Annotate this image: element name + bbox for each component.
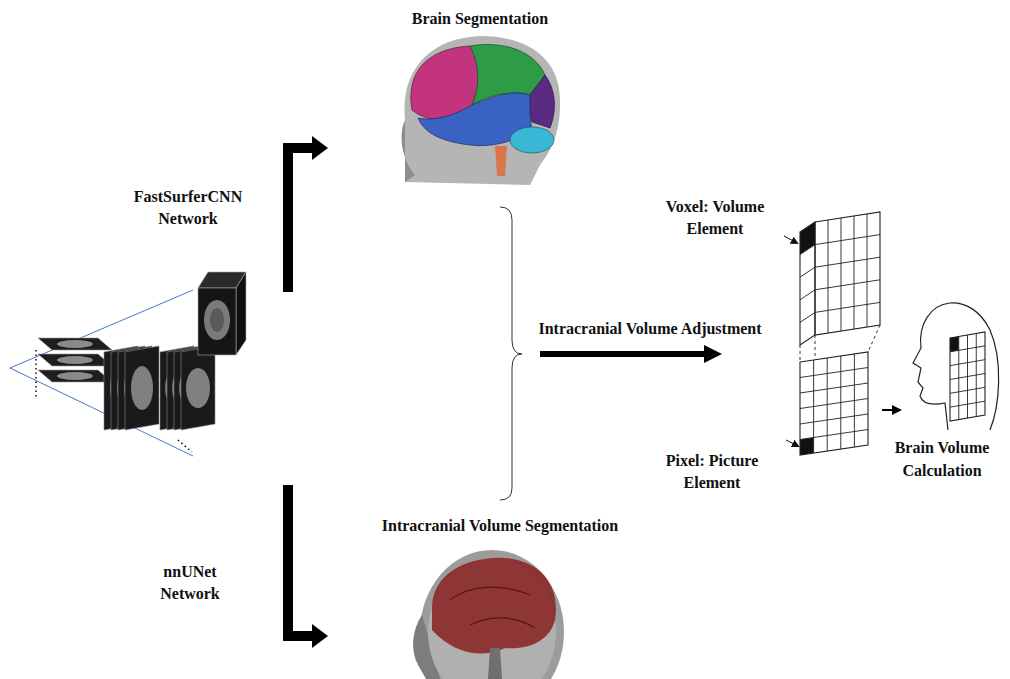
figure-panel: Brain Volume Calculation [878,296,1006,482]
grid-line [800,245,815,255]
grid-line [950,387,985,393]
curly-brace [500,207,522,500]
filled-cell [800,438,814,456]
term-label: Voxel: Volume Element [653,196,778,241]
pointer-arrow [784,236,797,243]
figure-panel: Intracranial Volume Segmentation [330,515,670,679]
term-label: Pixel: Picture Element [650,450,775,495]
network-arrow [288,485,328,648]
grid-line [867,214,868,327]
process-label: Intracranial Volume Adjustment [538,318,761,340]
grid-line [800,399,868,409]
dotted-line [35,350,37,398]
small-arrow [882,405,902,415]
grid-line [950,360,985,366]
grid [800,352,868,455]
network-label: nnUNet Network [145,561,235,606]
grid-line [854,216,855,329]
figure-heading: Brain Segmentation [412,8,548,30]
sagittal-slices [104,346,159,430]
volume-cube [198,272,246,355]
figure-heading: Brain Volume Calculation [878,437,1006,482]
grid [815,212,880,335]
voxel-pixel-grids [800,212,985,455]
adjustment-arrow [540,345,722,363]
dashed-line [868,325,880,352]
grid [950,332,985,421]
grid-line [950,346,985,352]
figure-heading: Intracranial Volume Segmentation [382,515,618,537]
grid-line [815,257,880,267]
grid-border [800,352,868,455]
grid-line [800,383,868,393]
coronal-slices [160,346,215,430]
grid-line [950,401,985,407]
dashed-line [800,345,801,362]
grid-line [841,218,842,331]
figure-panel: Brain Segmentation [380,8,580,188]
mri-slices [10,272,246,456]
grid-line [800,430,868,440]
pointer-arrow [786,440,798,446]
grid-border [800,222,815,345]
brain-segmentation-image [402,36,560,185]
icv-segmentation-image [413,550,564,679]
grid-border [950,332,985,421]
head-outline [913,303,999,430]
grid-line [815,280,880,290]
axial-slices [38,338,112,382]
grid-line [828,220,829,333]
dotted-line [178,440,192,452]
network-arrow [288,136,328,292]
filled-cell [950,337,959,352]
network-label: FastSurferCNN Network [123,186,253,231]
grid-line [815,235,880,245]
grid [800,222,815,345]
grid-border [815,212,880,335]
grid-line [800,414,868,424]
grid-line [800,290,815,300]
grid-line [800,368,868,378]
dashed-line [815,335,816,358]
grid-line [800,267,815,277]
grid-line [815,302,880,312]
grid-line [800,312,815,322]
grid-line [950,374,985,380]
